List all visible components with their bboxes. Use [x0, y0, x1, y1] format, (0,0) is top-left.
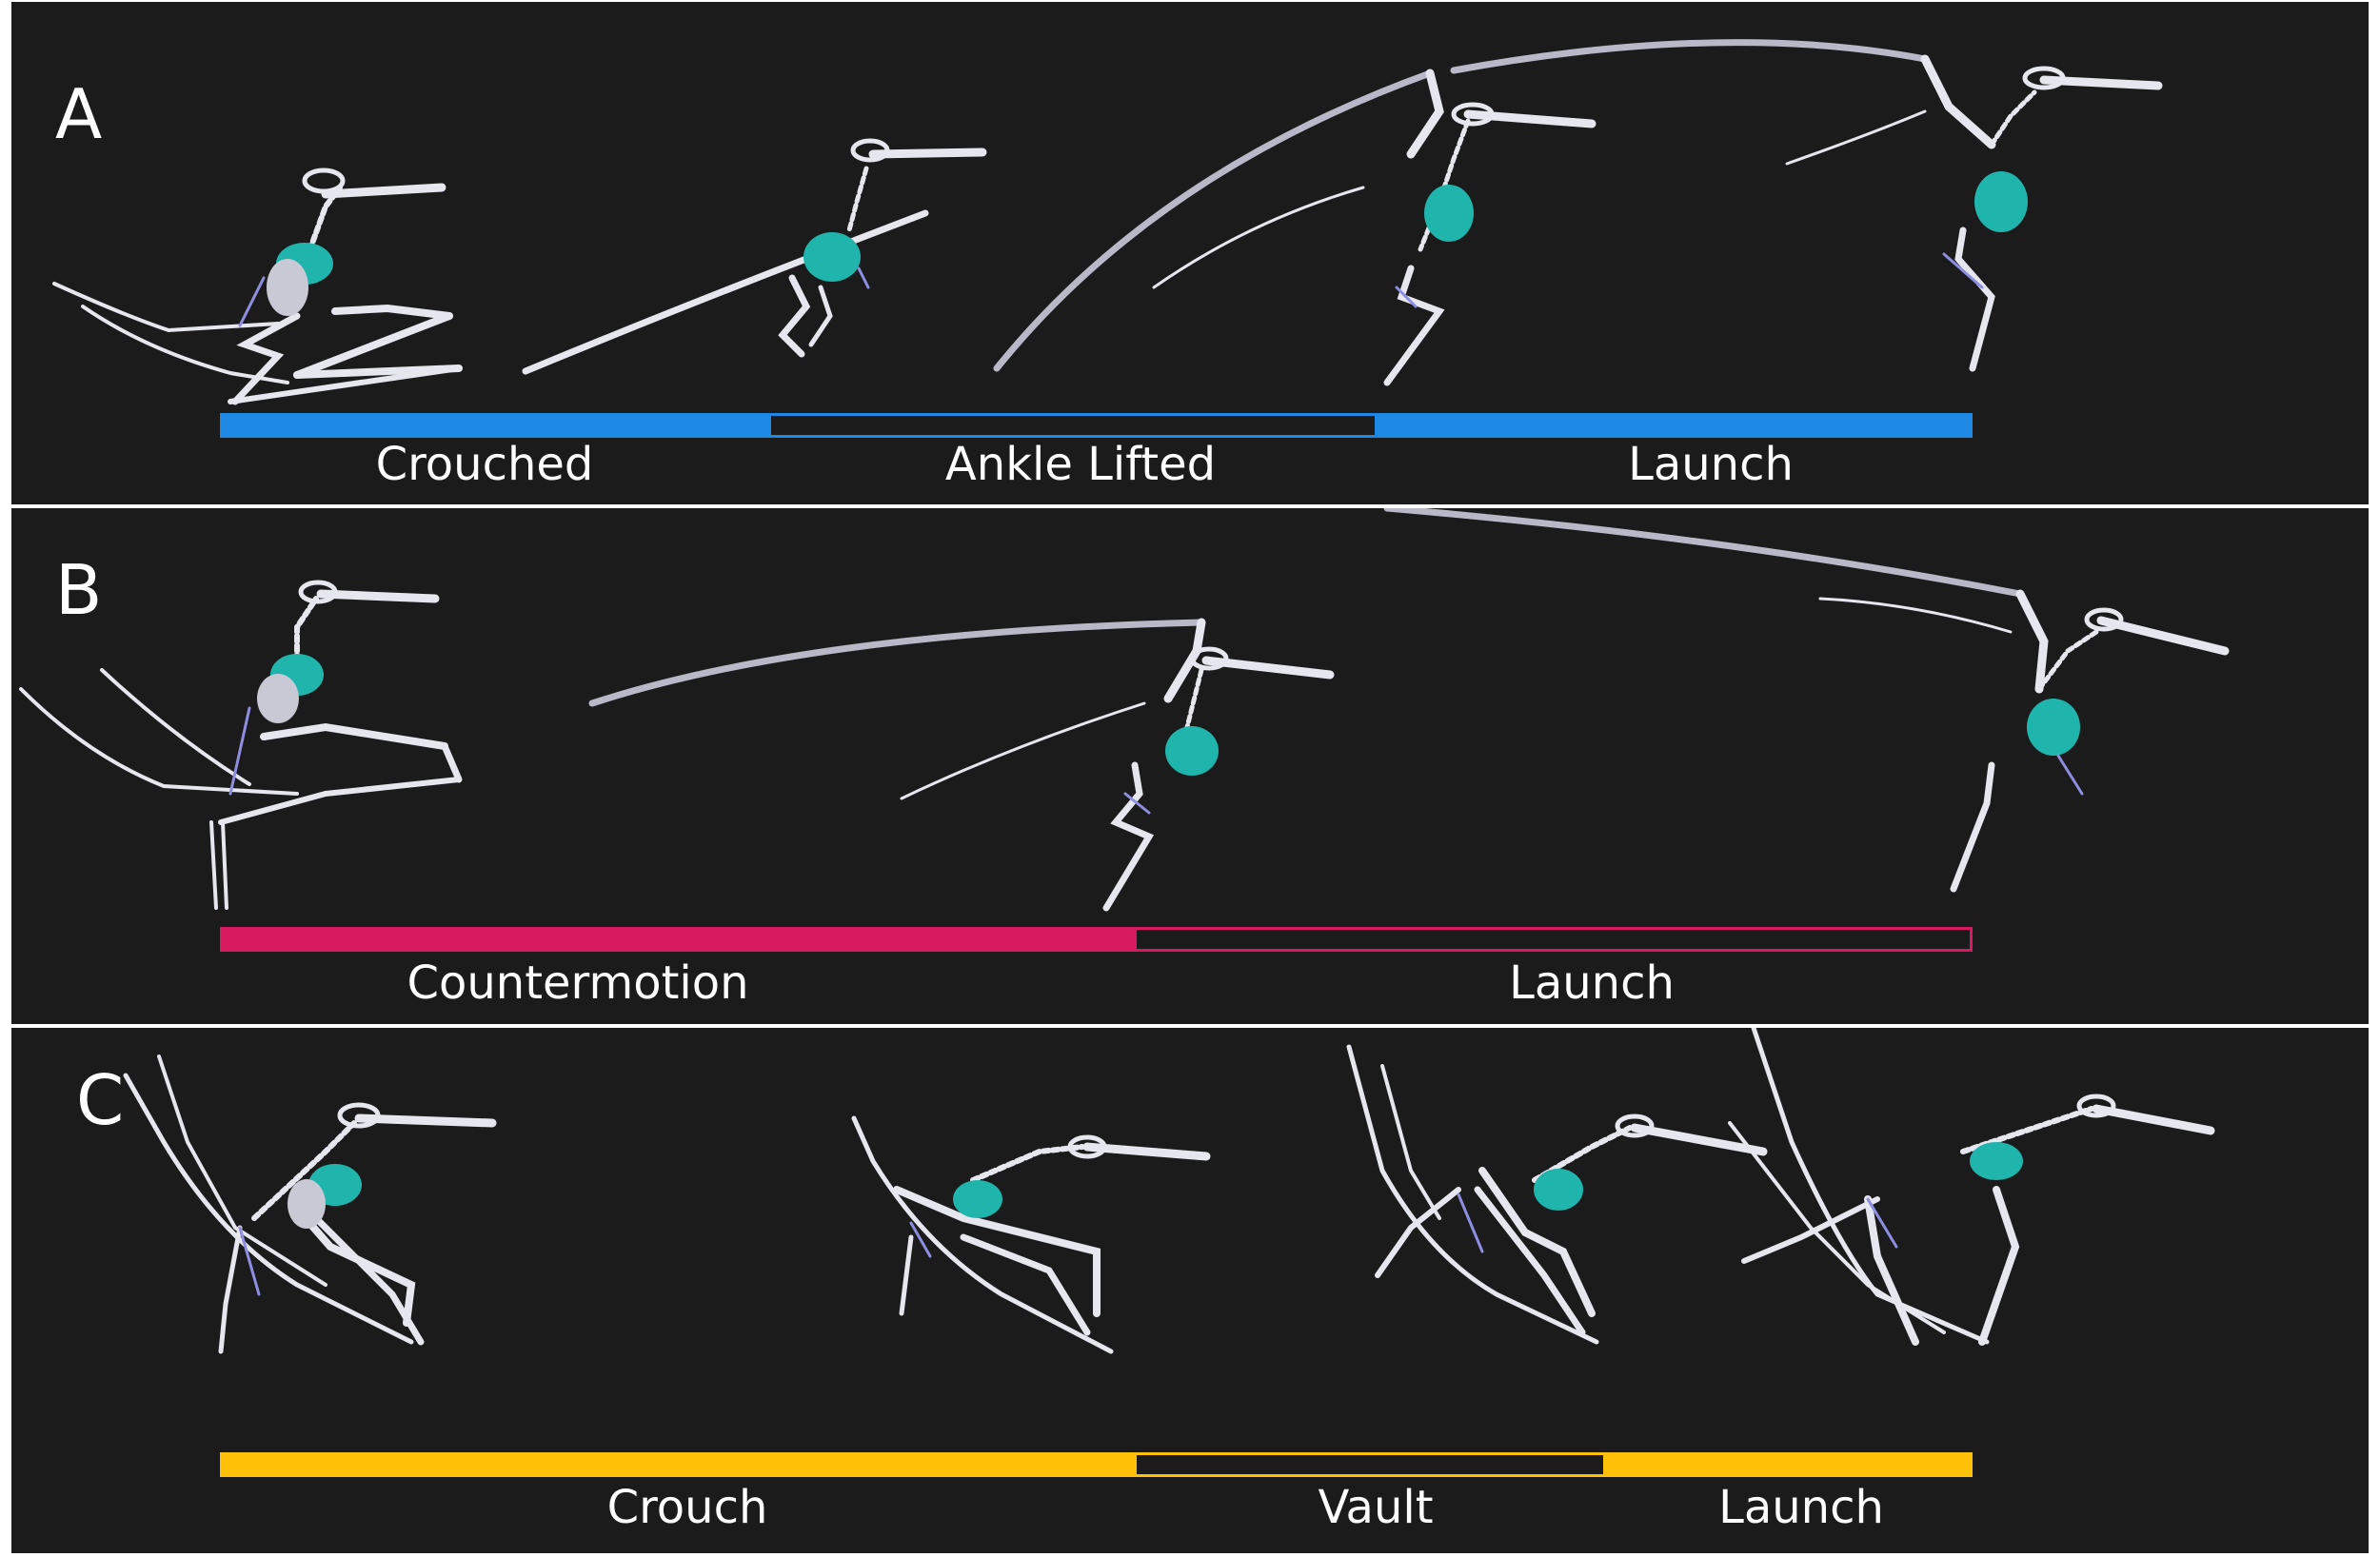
- pterosaur-skeleton-c-launch: [1728, 1028, 2215, 1346]
- pterosaur-skeleton-ankle-lifted: [522, 138, 987, 375]
- pterosaur-skeleton-crouched: [52, 168, 463, 405]
- panel-a-skeletons: [52, 39, 2163, 405]
- phase-label-vault: Vault: [1318, 1481, 1434, 1534]
- phase-bar-crouch: [220, 1452, 1134, 1477]
- phase-bar-launch-c: [1606, 1452, 1973, 1477]
- pterosaur-skeleton-countermotion: [19, 580, 463, 910]
- pterosaur-skeleton-b-launch-late: [1383, 508, 2230, 893]
- phase-label-ankle-lifted: Ankle Lifted: [944, 438, 1217, 491]
- phase-label-crouch: Crouch: [606, 1481, 768, 1534]
- panel-b: B Countermotion Launch: [11, 508, 2369, 1024]
- pterosaur-skeleton-crouch: [123, 1054, 497, 1354]
- phase-bar-countermotion: [220, 927, 1134, 952]
- panel-c: C Crouch Vault Launch: [11, 1028, 2369, 1553]
- panel-b-skeletons: [19, 508, 2230, 912]
- pterosaur-skeleton-vault: [1346, 1044, 1768, 1345]
- panel-c-skeletons: [123, 1028, 2215, 1354]
- panel-a-letter: A: [55, 74, 103, 154]
- phase-bar-ankle-lifted: [768, 413, 1378, 438]
- phase-label-launch-c: Launch: [1718, 1481, 1884, 1534]
- phase-bar-crouched: [220, 413, 768, 438]
- phase-bar-launch-b: [1134, 927, 1973, 952]
- phase-bar-vault: [1134, 1452, 1606, 1477]
- phase-label-countermotion: Countermotion: [407, 956, 749, 1010]
- pterosaur-skeleton-launch-late: [1450, 39, 2163, 372]
- panel-b-letter: B: [55, 550, 103, 630]
- pterosaur-skeleton-b-launch-early: [588, 618, 1335, 912]
- phase-label-launch: Launch: [1628, 438, 1794, 491]
- panel-c-letter: C: [76, 1060, 125, 1140]
- phase-label-launch-b: Launch: [1509, 956, 1675, 1010]
- pterosaur-skeleton-launch-early: [993, 69, 1597, 386]
- phase-label-crouched: Crouched: [375, 438, 594, 491]
- phase-bar-launch: [1378, 413, 1973, 438]
- panel-a: A Crouched Ankle Lifted Launch: [11, 2, 2369, 504]
- pterosaur-skeleton-crouch-deep: [851, 1115, 1211, 1354]
